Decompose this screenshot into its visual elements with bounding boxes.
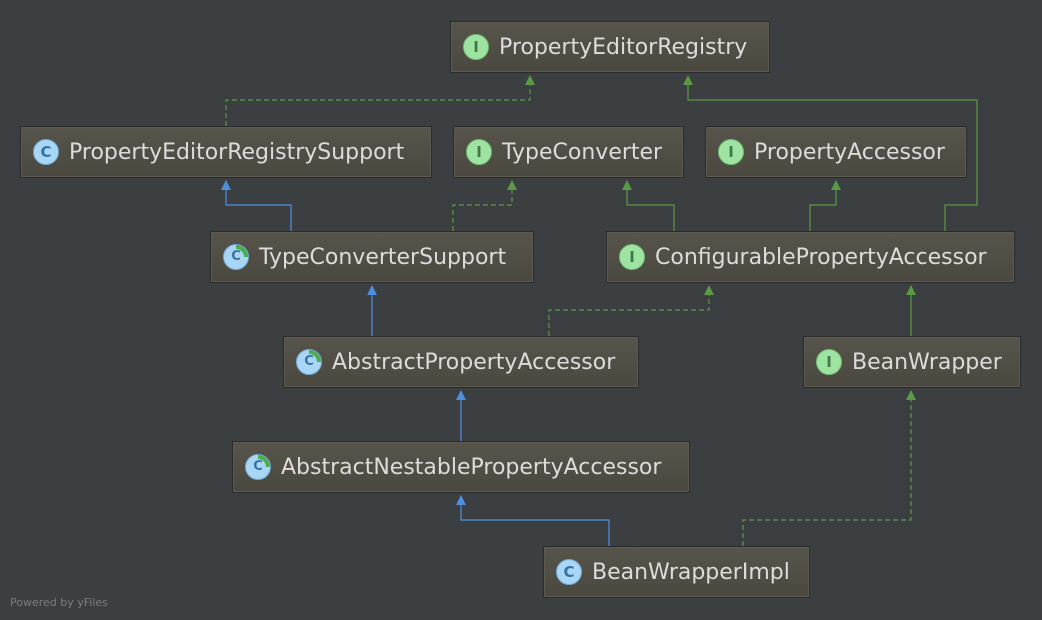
abstract-class-icon: C: [245, 454, 271, 480]
edge-cpa-to-pa: [809, 180, 841, 231]
node-abstract-nestable-property-accessor[interactable]: C AbstractNestablePropertyAccessor: [232, 441, 690, 493]
edge-bwi-to-bw: [742, 390, 916, 546]
interface-icon: I: [466, 139, 492, 165]
node-abstract-property-accessor[interactable]: C AbstractPropertyAccessor: [283, 336, 639, 388]
node-property-editor-registry[interactable]: I PropertyEditorRegistry: [450, 21, 770, 73]
node-type-converter[interactable]: I TypeConverter: [453, 126, 684, 178]
edge-cpa-to-per: [683, 75, 978, 231]
edge-bwi-to-anpa: [456, 495, 610, 546]
node-label: TypeConverter: [502, 139, 663, 165]
node-bean-wrapper[interactable]: I BeanWrapper: [803, 336, 1021, 388]
class-icon: C: [556, 559, 582, 585]
abstract-class-letter: C: [250, 459, 266, 475]
edge-tcs-to-pers: [221, 180, 292, 231]
node-label: BeanWrapper: [852, 349, 1002, 375]
node-label: PropertyEditorRegistrySupport: [69, 139, 405, 165]
node-configurable-property-accessor[interactable]: I ConfigurablePropertyAccessor: [606, 231, 1015, 283]
interface-icon: I: [718, 139, 744, 165]
edge-pers-to-per: [225, 75, 535, 126]
abstract-class-letter: C: [301, 354, 317, 370]
powered-by-footer: Powered by yFiles: [10, 596, 108, 609]
abstract-class-icon: C: [296, 349, 322, 375]
node-property-editor-registry-support[interactable]: C PropertyEditorRegistrySupport: [20, 126, 432, 178]
edge-tcs-to-tc: [452, 180, 517, 231]
node-type-converter-support[interactable]: C TypeConverterSupport: [210, 231, 534, 283]
abstract-class-letter: C: [228, 249, 244, 265]
node-bean-wrapper-impl[interactable]: C BeanWrapperImpl: [543, 546, 810, 598]
interface-icon: I: [816, 349, 842, 375]
node-label: TypeConverterSupport: [259, 244, 507, 270]
node-label: PropertyEditorRegistry: [499, 34, 748, 60]
node-label: AbstractPropertyAccessor: [332, 349, 616, 375]
class-icon: C: [33, 139, 59, 165]
edge-apa-to-cpa: [548, 285, 714, 336]
interface-icon: I: [463, 34, 489, 60]
edge-cpa-to-tc: [622, 180, 675, 231]
node-label: AbstractNestablePropertyAccessor: [281, 454, 662, 480]
abstract-class-icon: C: [223, 244, 249, 270]
node-property-accessor[interactable]: I PropertyAccessor: [705, 126, 967, 178]
node-label: BeanWrapperImpl: [592, 559, 790, 585]
node-label: PropertyAccessor: [754, 139, 945, 165]
interface-icon: I: [619, 244, 645, 270]
node-label: ConfigurablePropertyAccessor: [655, 244, 987, 270]
